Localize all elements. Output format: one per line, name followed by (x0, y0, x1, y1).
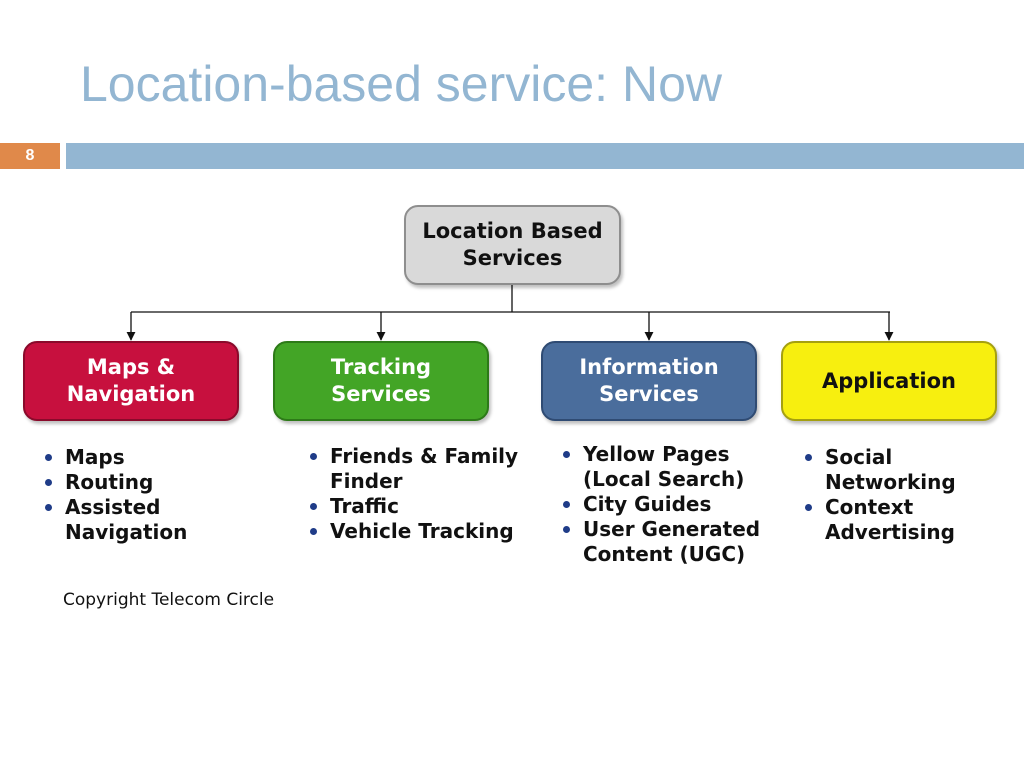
node-label-line2: Services (599, 382, 699, 406)
node-maps-navigation: Maps & Navigation (23, 341, 239, 421)
list-information-services: Yellow Pages (Local Search) City Guides … (559, 442, 779, 567)
node-label-line2: Services (331, 382, 431, 406)
list-tracking-services: Friends & Family Finder Traffic Vehicle … (306, 444, 526, 544)
node-label-line1: Information (579, 355, 719, 379)
list-item: Maps (41, 445, 261, 470)
node-tracking-services: Tracking Services (273, 341, 489, 421)
list-item: City Guides (559, 492, 779, 517)
node-application: Application (781, 341, 997, 421)
list-item: Friends & Family Finder (306, 444, 526, 494)
list-item: Yellow Pages (Local Search) (559, 442, 779, 492)
node-label-line1: Tracking (330, 355, 432, 379)
slide-title: Location-based service: Now (80, 56, 722, 112)
node-label-line1: Application (822, 368, 956, 393)
list-item: Vehicle Tracking (306, 519, 526, 544)
copyright-text: Copyright Telecom Circle (63, 590, 275, 610)
list-item: Context Advertising (801, 495, 1001, 545)
node-location-based-services: Location Based Services (404, 205, 621, 285)
list-maps-navigation: Maps Routing Assisted Navigation (41, 445, 261, 545)
list-item: Routing (41, 470, 261, 495)
node-label-line1: Maps & (86, 355, 176, 379)
list-item: Social Networking (801, 445, 1001, 495)
list-item: Traffic (306, 494, 526, 519)
list-item: Assisted Navigation (41, 495, 261, 545)
list-item: User Generated Content (UGC) (559, 517, 779, 567)
page-number: 8 (0, 143, 60, 169)
node-label-line1: Location Based (422, 219, 603, 243)
node-label-line2: Services (462, 246, 563, 270)
list-application: Social Networking Context Advertising (801, 445, 1001, 545)
node-information-services: Information Services (541, 341, 757, 421)
node-label-line2: Navigation (66, 382, 196, 406)
title-bar (66, 143, 1024, 169)
